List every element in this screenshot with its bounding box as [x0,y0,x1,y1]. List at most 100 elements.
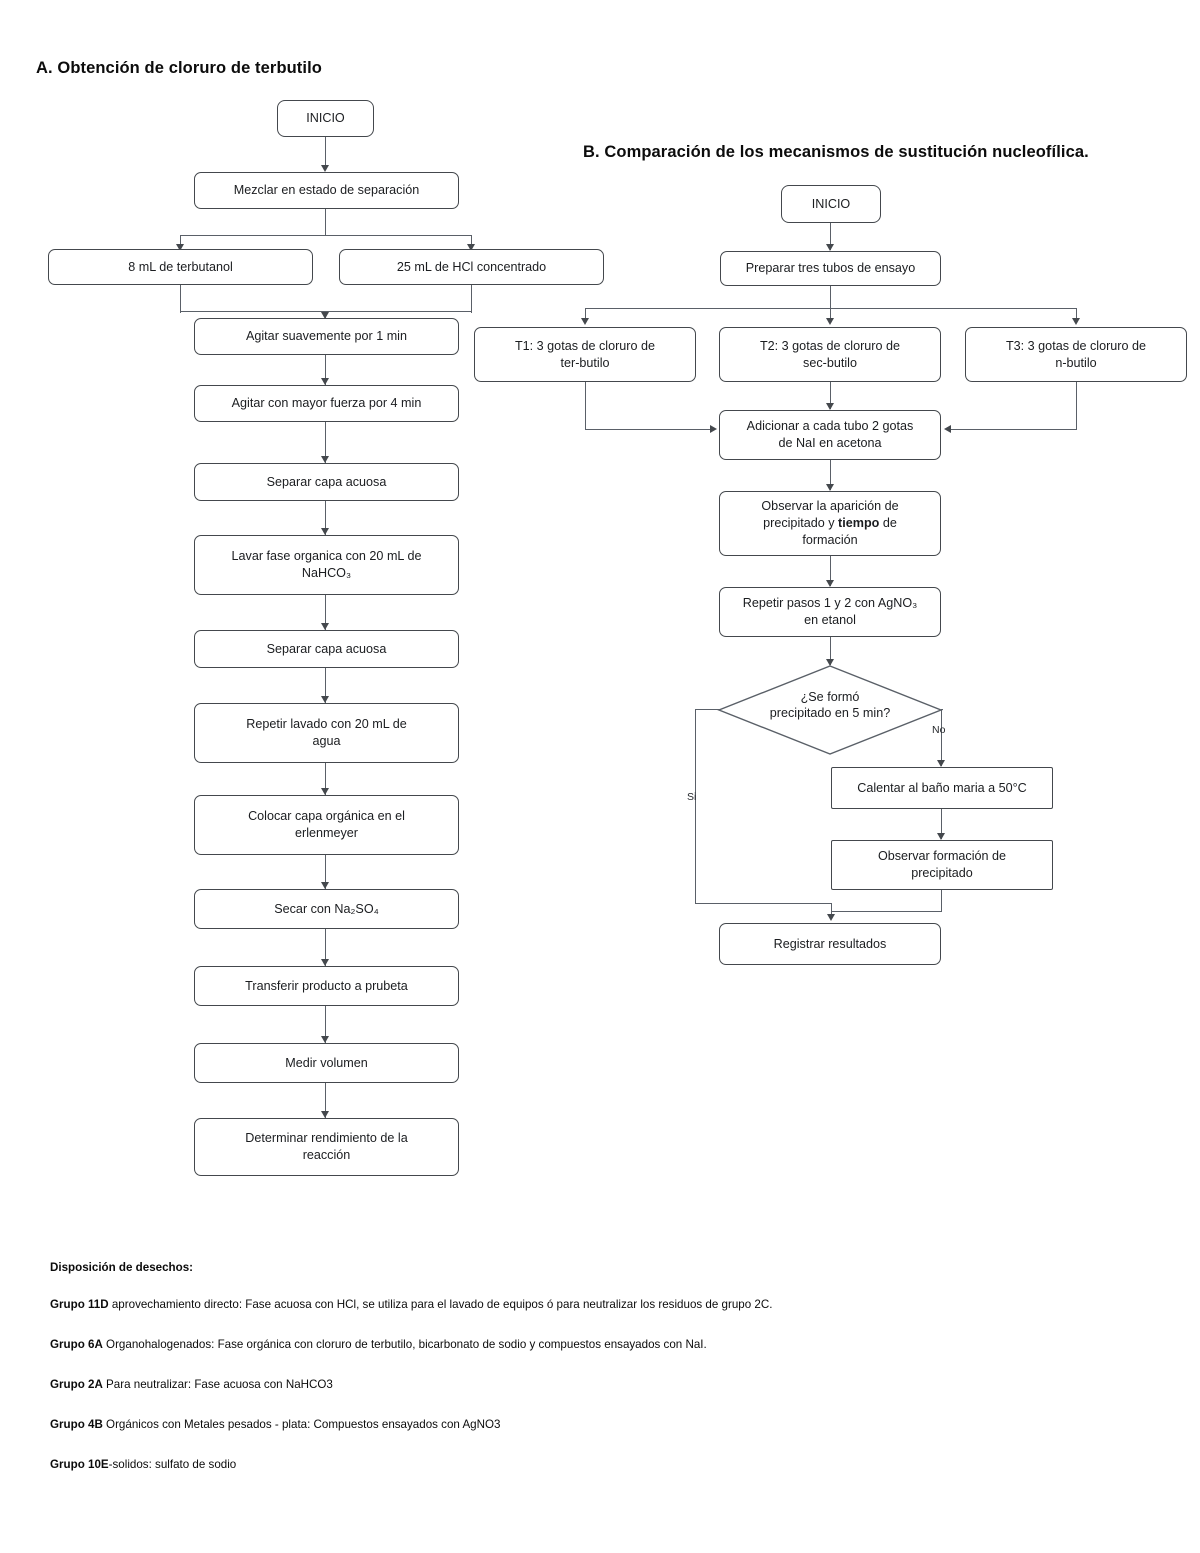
arrowhead [321,528,329,535]
edge-a-4 [325,595,327,630]
footer-heading: Disposición de desechos: [50,1261,194,1274]
edge-b-2 [830,556,832,586]
node-a-repetir-agua-line2: agua [312,734,341,748]
edge-a-9 [325,1006,327,1043]
footer-item-1: Grupo 6A Organohalogenados: Fase orgánic… [50,1337,707,1353]
edge-b-merge-v [941,890,943,912]
edge-b-no-v [941,709,943,766]
node-a-hcl: 25 mL de HCl concentrado [339,249,604,285]
edge-a-2 [325,422,327,463]
arrowhead [826,318,834,325]
arrowhead [176,244,184,251]
footer-item-3-group: Grupo 4B [50,1418,103,1431]
node-a-agitar-4min-label: Agitar con mayor fuerza por 4 min [231,396,422,411]
node-a-start-label: INICIO [306,111,345,126]
node-b-start-label: INICIO [811,196,851,211]
node-a-terbutanol-label: 8 mL de terbutanol [128,259,233,274]
section-b-title: B. Comparación de los mecanismos de sust… [583,143,1089,161]
node-a-secar-label: Secar con Na₂SO₄ [274,901,379,916]
edge-b-split-left [585,308,587,322]
node-a-rendimiento-line2: reacción [302,1148,351,1162]
node-a-mezclar-label: Mezclar en estado de separación [233,183,420,198]
node-a-agitar-1min: Agitar suavemente por 1 min [194,318,459,355]
edge-b-merge-h [831,911,942,913]
footer-item-0: Grupo 11D aprovechamiento directo: Fase … [50,1297,772,1313]
arrowhead [944,425,951,433]
edge-b-3 [830,637,832,665]
edge-b-start-down [830,223,832,250]
arrowhead [321,165,329,172]
edge-b-split-right [1076,308,1078,322]
footer-item-1-text: Organohalogenados: Fase orgánica con clo… [102,1338,707,1351]
edge-b-split-mid [830,308,832,322]
node-b-repetir-line2: en etanol [804,613,856,627]
arrowhead [826,244,834,251]
arrowhead [1072,318,1080,325]
edge-a-10 [325,1083,327,1118]
edge-b-si-v [695,709,697,904]
arrowhead [321,456,329,463]
node-b-calentar: Calentar al baño maria a 50°C [831,767,1053,809]
node-b-observar-aparicion: Observar la aparición de precipitado y t… [719,491,941,556]
node-b-adicionar-line1: Adicionar a cada tubo 2 gotas [746,419,914,434]
node-a-transferir-label: Transferir producto a prubeta [245,978,408,993]
node-b-registrar-label: Registrar resultados [773,936,887,951]
arrowhead [321,623,329,630]
edge-a-split-left [180,235,182,249]
edge-a-mezclar-down [325,209,327,236]
node-b-t3-line1: T3: 3 gotas de cloruro de [1005,338,1146,353]
node-a-repetir-agua: Repetir lavado con 20 mL de agua [194,703,459,763]
node-b-t3: T3: 3 gotas de cloruro de n-butilo [965,327,1187,382]
node-b-observar-formacion-line2: precipitado [911,866,973,880]
node-b-decision: ¿Se formó precipitado en 5 min? [717,665,943,755]
arrowhead [321,696,329,703]
node-a-rendimiento-line1: Determinar rendimiento de la [245,1131,408,1146]
node-b-calentar-label: Calentar al baño maria a 50°C [857,780,1027,795]
node-a-lavar-nahco3-line2: NaHCO₃ [301,566,352,580]
arrowhead [321,959,329,966]
node-b-t1-line1: T1: 3 gotas de cloruro de [514,338,655,353]
arrowhead [826,659,834,666]
arrowhead [826,403,834,410]
edge-b-merge-down [831,903,833,919]
edge-label-no: No [932,724,946,736]
arrowhead [581,318,589,325]
arrowhead [467,244,475,251]
edge-a-start-to-mezclar [325,137,327,170]
node-b-observar-formacion-line1: Observar formación de [877,849,1007,864]
node-a-hcl-label: 25 mL de HCl concentrado [396,259,547,274]
node-a-separar-2-label: Separar capa acuosa [266,641,387,656]
node-a-agitar-1min-label: Agitar suavemente por 1 min [245,329,407,344]
node-a-lavar-nahco3: Lavar fase organica con 20 mL de NaHCO₃ [194,535,459,595]
node-a-separar-1: Separar capa acuosa [194,463,459,501]
observar-pre: precipitado y [763,516,839,531]
node-b-observar-line3: formación [802,532,858,547]
node-a-secar: Secar con Na₂SO₄ [194,889,459,929]
footer-item-2: Grupo 2A Para neutralizar: Fase acuosa c… [50,1377,333,1393]
node-b-observar-line1: Observar la aparición de [761,499,899,514]
node-b-adicionar: Adicionar a cada tubo 2 gotas de NaI en … [719,410,941,460]
edge-b-t1-down [585,382,587,430]
edge-b-t2-down [830,382,832,409]
edge-b-4 [941,809,943,839]
arrowhead [710,425,717,433]
footer-item-4: Grupo 10E-solidos: sulfato de sodio [50,1457,236,1473]
arrowhead [321,788,329,795]
node-b-observar-line2: precipitado y tiempo de [763,515,897,532]
section-a-title: A. Obtención de cloruro de terbutilo [36,59,322,77]
node-b-start: INICIO [781,185,881,223]
observar-post: de [879,516,897,531]
footer-item-3-text: Orgánicos con Metales pesados - plata: C… [102,1418,501,1431]
node-b-preparar-label: Preparar tres tubos de ensayo [745,261,916,276]
footer-item-0-group: Grupo 11D [50,1298,109,1311]
node-b-adicionar-line2: de NaI en acetona [778,436,882,450]
node-b-t1: T1: 3 gotas de cloruro de ter-butilo [474,327,696,382]
arrowhead [321,378,329,385]
edge-a-7 [325,855,327,889]
node-a-erlenmeyer-line1: Colocar capa orgánica en el [248,809,405,824]
edge-a-8 [325,929,327,966]
arrowhead [826,484,834,491]
footer-item-1-group: Grupo 6A [50,1338,103,1351]
diamond-shape [717,665,943,755]
node-a-separar-2: Separar capa acuosa [194,630,459,668]
